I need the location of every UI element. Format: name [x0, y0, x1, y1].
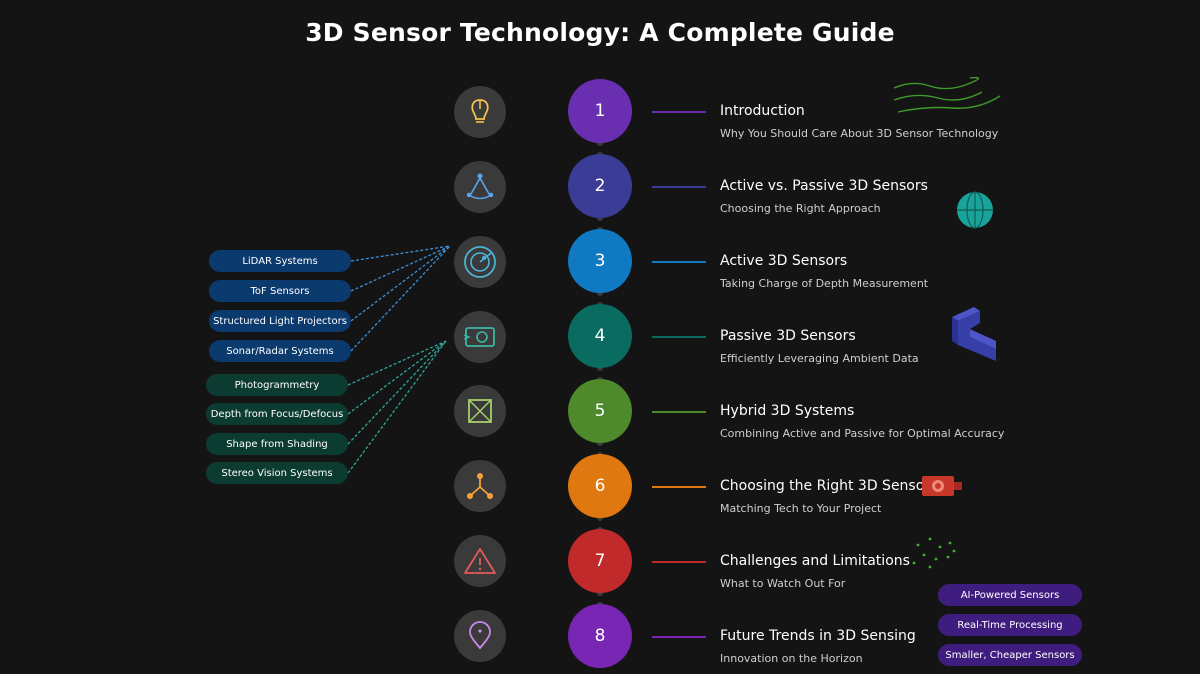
future-trend-pill: Real-Time Processing: [938, 614, 1082, 636]
step-2-subheading: Choosing the Right Approach: [720, 202, 881, 215]
step-6-number: 6: [568, 454, 632, 518]
sensor-device-icon: [922, 476, 962, 496]
step-4-icon-circle: [454, 311, 506, 363]
step-7-heading: Challenges and Limitations: [720, 553, 910, 569]
step-7-connector: [652, 561, 706, 563]
step-3-subheading: Taking Charge of Depth Measurement: [720, 277, 929, 290]
step-2-icon-circle: [454, 161, 506, 213]
step-2-number: 2: [568, 154, 632, 218]
active-sensor-pill: LiDAR Systems: [209, 250, 351, 272]
step-3-number: 3: [568, 229, 632, 293]
step-5-subheading: Combining Active and Passive for Optimal…: [720, 427, 1005, 440]
step-6-heading: Choosing the Right 3D Sensor: [720, 478, 931, 494]
step-4-connector: [652, 336, 706, 338]
step-3-heading: Active 3D Sensors: [720, 253, 848, 269]
step-4-subheading: Efficiently Leveraging Ambient Data: [720, 352, 919, 365]
step-1-icon-circle: [454, 86, 506, 138]
step-1-connector: [652, 111, 706, 113]
step-4-heading: Passive 3D Sensors: [720, 328, 856, 344]
depth-cube-icon: [952, 307, 996, 361]
camera-icon: [463, 327, 495, 347]
step-5-icon-circle: [454, 385, 506, 437]
passive-sensor-pill: Shape from Shading: [206, 433, 348, 455]
step-6-subheading: Matching Tech to Your Project: [720, 502, 882, 515]
step-6-icon-circle: [454, 460, 506, 512]
step-5-connector: [652, 411, 706, 413]
step-6-connector: [652, 486, 706, 488]
passive-sensor-pill: Stereo Vision Systems: [206, 462, 348, 484]
step-2-heading: Active vs. Passive 3D Sensors: [720, 178, 928, 194]
wave-lines-icon: [893, 76, 1001, 113]
step-8-subheading: Innovation on the Horizon: [720, 652, 863, 665]
step-8-number: 8: [568, 604, 632, 668]
step-8-heading: Future Trends in 3D Sensing: [720, 628, 916, 644]
warning-icon: [464, 548, 496, 574]
globe-icon: [957, 191, 993, 229]
step-8-connector: [652, 636, 706, 638]
page-title: 3D Sensor Technology: A Complete Guide: [305, 18, 895, 47]
step-3-connector: [652, 261, 706, 263]
step-7-number: 7: [568, 529, 632, 593]
step-5-number: 5: [568, 379, 632, 443]
step-2-connector: [652, 186, 706, 188]
future-trend-pill: Smaller, Cheaper Sensors: [938, 644, 1082, 666]
radar-icon: [464, 246, 496, 278]
step-1-subheading: Why You Should Care About 3D Sensor Tech…: [720, 127, 999, 140]
lightbulb-icon: [471, 99, 489, 123]
step-1-heading: Introduction: [720, 103, 805, 119]
location-pin-icon: [469, 621, 491, 650]
passive-sensor-pill: Photogrammetry: [206, 374, 348, 396]
active-sensor-pill: ToF Sensors: [209, 280, 351, 302]
step-7-subheading: What to Watch Out For: [720, 577, 846, 590]
step-8-icon-circle: [454, 610, 506, 662]
step-3-icon-circle: [454, 236, 506, 288]
step-7-icon-circle: [454, 535, 506, 587]
passive-sensor-pill: Depth from Focus/Defocus: [206, 403, 348, 425]
future-trend-pill: AI-Powered Sensors: [938, 584, 1082, 606]
compass-icon: [466, 173, 494, 200]
step-5-heading: Hybrid 3D Systems: [720, 403, 855, 419]
active-sensor-pill: Structured Light Projectors: [209, 310, 351, 332]
scatter-dots-icon: [912, 537, 956, 569]
decision-tree-icon: [467, 473, 493, 499]
step-1-number: 1: [568, 79, 632, 143]
step-4-number: 4: [568, 304, 632, 368]
active-sensor-pill: Sonar/Radar Systems: [209, 340, 351, 362]
hybrid-box-icon: [468, 399, 492, 423]
